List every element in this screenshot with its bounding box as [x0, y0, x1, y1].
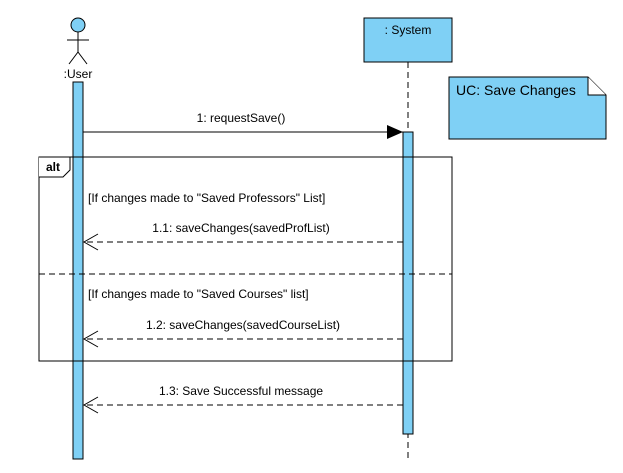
message-save-prof-list: 1.1: saveChanges(savedProfList) — [82, 221, 403, 251]
user-activation-bar — [72, 81, 84, 460]
alt-fragment: alt [If changes made to "Saved Professor… — [38, 156, 453, 362]
note-fold — [587, 77, 606, 96]
use-case-note: UC: Save Changes — [448, 76, 607, 140]
message-save-course-list: 1.2: saveChanges(savedCourseList) — [82, 318, 403, 348]
fragment-frame — [38, 156, 453, 362]
guard-condition-1: [If changes made to "Saved Professors" L… — [88, 191, 325, 205]
message-save-successful: 1.3: Save Successful message — [82, 384, 403, 414]
note-body — [448, 76, 607, 140]
message-label: 1.1: saveChanges(savedProfList) — [152, 221, 329, 235]
system-label: : System — [385, 23, 432, 37]
open-arrowhead — [82, 330, 99, 348]
guard-condition-2: [If changes made to "Saved Courses" list… — [88, 287, 309, 301]
message-label: 1.2: saveChanges(savedCourseList) — [146, 318, 340, 332]
system-box — [363, 17, 453, 63]
actor-right-leg — [77, 51, 88, 65]
message-label: 1.3: Save Successful message — [159, 384, 323, 398]
note-text: UC: Save Changes — [456, 82, 576, 98]
message-label: 1: requestSave() — [197, 111, 286, 125]
message-request-save: 1: requestSave() — [83, 111, 403, 139]
system-activation-bar — [402, 131, 414, 435]
actor-label: :User — [64, 67, 93, 81]
open-arrowhead — [82, 233, 99, 251]
open-arrowhead — [82, 396, 99, 414]
system-lifeline-head: : System — [363, 17, 453, 63]
fragment-operator-tab — [39, 156, 71, 178]
fragment-operator: alt — [46, 160, 60, 174]
actor-head — [70, 17, 86, 33]
actor-left-leg — [68, 51, 79, 65]
user-actor: :User — [64, 17, 93, 81]
